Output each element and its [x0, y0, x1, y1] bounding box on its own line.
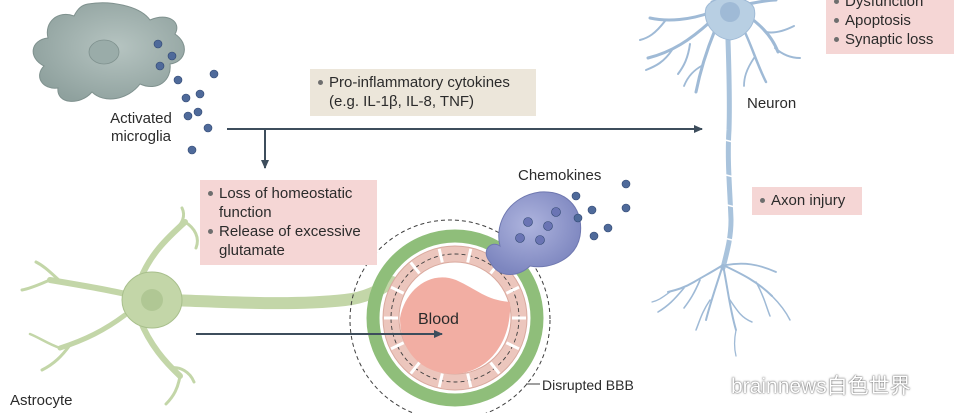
tight-junction — [489, 361, 501, 375]
watermark: brainnews白色世界 — [698, 372, 911, 398]
cytokine-dot — [167, 51, 177, 61]
chemokine-dot — [571, 191, 581, 201]
tight-junction — [466, 248, 473, 263]
tight-junction — [466, 373, 473, 388]
effect-item-homeostatic: Loss of homeostatic — [208, 184, 369, 203]
cytokine-dot — [187, 145, 197, 155]
tight-junction — [437, 373, 444, 388]
chemokine-dot — [589, 231, 599, 241]
neuron-cell — [639, 0, 801, 357]
axon-injury-box: Axon injury — [752, 187, 862, 215]
neuron-label: Neuron — [747, 95, 797, 112]
tight-junction — [409, 261, 421, 275]
chemokines-label: Chemokines — [518, 167, 602, 184]
granule-dot — [543, 221, 553, 231]
chemokine-dot — [587, 205, 597, 215]
effect-item-glutamate-cont: glutamate — [219, 242, 285, 259]
chemokine-dot — [621, 203, 631, 213]
cytokine-dot — [183, 111, 193, 121]
tight-junction — [505, 285, 520, 295]
watermark-text: brainnews白色世界 — [731, 375, 911, 398]
cytokine-dot — [203, 123, 213, 133]
microglia-label: Activated microglia — [110, 110, 172, 145]
axon-break — [723, 237, 733, 241]
astrocyte-label: Astrocyte — [10, 392, 73, 409]
tight-junction — [390, 285, 405, 295]
granule-dot — [523, 217, 533, 227]
chemokine-particles — [571, 179, 631, 241]
granule-dot — [515, 233, 525, 243]
astrocyte-effects-box: Loss of homeostatic function Release of … — [200, 180, 377, 265]
chemokine-dot — [621, 179, 631, 189]
neuron-soma — [704, 0, 756, 41]
tight-junction — [505, 341, 520, 351]
cytokine-dot — [209, 69, 219, 79]
cytokine-dot — [153, 39, 163, 49]
axon-injury-item: Axon injury — [760, 191, 854, 210]
activated-microglia-cell — [32, 2, 185, 102]
axon-break — [725, 174, 735, 178]
blood-vessel — [349, 219, 551, 413]
axon-break — [726, 204, 736, 208]
cytokine-particles — [153, 39, 219, 155]
flow-arrows — [196, 125, 703, 338]
neuron-effect-apoptosis: Apoptosis — [834, 11, 946, 30]
cytokines-examples: (e.g. IL-1β, IL-8, TNF) — [329, 93, 475, 110]
cytokine-dot — [155, 61, 165, 71]
cytokine-dot — [173, 75, 183, 85]
effect-item-glutamate: Release of excessive — [208, 222, 369, 241]
axon-break — [724, 139, 734, 143]
cytokine-dot — [181, 93, 191, 103]
neuron-effects-box: Dysfunction Apoptosis Synaptic loss — [826, 0, 954, 54]
immune-cell — [485, 191, 582, 275]
cytokines-item: Pro-inflammatory cytokines — [318, 73, 528, 92]
chemokine-dot — [573, 213, 583, 223]
tight-junction — [409, 361, 421, 375]
effect-item-homeostatic-cont: function — [219, 204, 272, 221]
cytokine-dot — [193, 107, 203, 117]
granule-dot — [535, 235, 545, 245]
blood-label: Blood — [418, 311, 459, 328]
axon-segments — [723, 139, 736, 241]
wechat-icon — [698, 374, 725, 395]
tight-junction — [437, 248, 444, 263]
disrupted-bbb-label: Disrupted BBB — [542, 377, 634, 393]
cytokines-box: Pro-inflammatory cytokines (e.g. IL-1β, … — [310, 69, 536, 116]
tight-junction — [390, 341, 405, 351]
neuron-effect-dysfunction: Dysfunction — [834, 0, 946, 11]
granule-dot — [551, 207, 561, 217]
cytokine-dot — [195, 89, 205, 99]
chemokine-dot — [603, 223, 613, 233]
neuron-effect-synaptic-loss: Synaptic loss — [834, 30, 946, 49]
